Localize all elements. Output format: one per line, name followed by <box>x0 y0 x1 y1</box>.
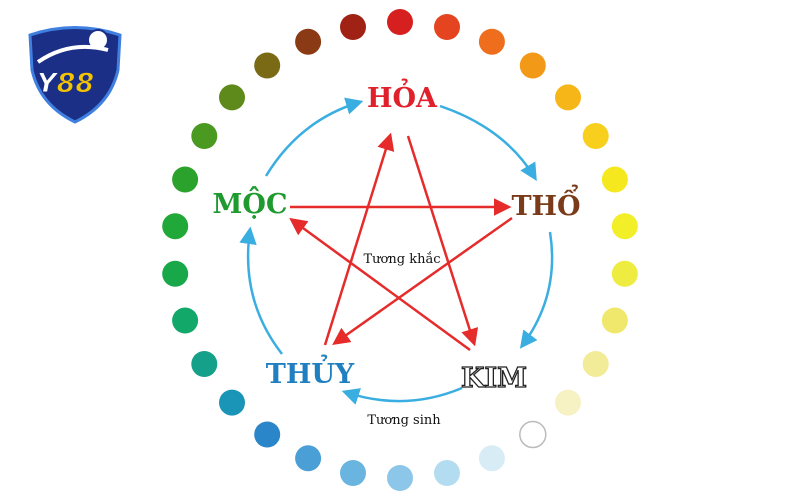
color-dot <box>387 9 413 35</box>
color-dot <box>611 213 638 240</box>
color-dot <box>191 123 218 149</box>
color-dot <box>295 28 322 55</box>
arrow-kim-to-thuy <box>341 386 463 405</box>
color-dot <box>219 389 245 416</box>
swoosh-icon <box>36 44 109 64</box>
color-dot <box>582 351 609 377</box>
color-dot <box>582 123 609 149</box>
arrow-tho-to-thuy <box>332 216 513 346</box>
color-dot <box>611 260 638 287</box>
arrow-kim-to-moc <box>289 217 471 352</box>
element-hoa-label: HỎA <box>367 77 438 114</box>
arrow-tho-to-kim <box>519 231 554 349</box>
overcoming-caption: Tương khắc <box>364 251 441 267</box>
element-moc-label: MỘC <box>213 185 288 220</box>
element-thuy-label: THỦY <box>266 353 355 390</box>
color-dot <box>340 460 366 486</box>
color-dot <box>387 465 413 491</box>
color-dot <box>555 84 581 111</box>
color-dot <box>478 28 505 55</box>
generating-caption: Tương sinh <box>367 413 441 428</box>
color-dot <box>519 420 547 449</box>
color-dot <box>172 166 199 193</box>
element-tho-label: THỔ <box>511 183 580 222</box>
logo-shield-icon <box>28 26 122 124</box>
arrow-moc-to-hoa <box>264 97 364 177</box>
color-dot <box>340 14 366 40</box>
color-dot <box>295 445 322 472</box>
color-dot <box>601 166 628 193</box>
color-dot <box>555 389 581 416</box>
element-kim-label: KIM <box>461 363 527 394</box>
color-dot <box>434 460 460 486</box>
color-dot <box>434 14 460 40</box>
color-dot <box>601 307 628 334</box>
generating-cycle <box>239 97 554 405</box>
color-dot <box>191 351 218 377</box>
logo: Y88 <box>28 26 122 124</box>
logo-text: Y88 <box>37 68 94 99</box>
color-dot <box>172 307 199 334</box>
arrow-thuy-to-moc <box>239 226 283 355</box>
color-dot <box>254 52 281 79</box>
arrow-hoa-to-tho <box>439 104 537 182</box>
color-dot <box>162 260 189 287</box>
color-dot <box>519 52 546 79</box>
arrow-thuy-to-hoa <box>323 132 395 346</box>
arrow-hoa-to-kim <box>406 135 479 347</box>
color-dot <box>478 445 505 472</box>
color-dot <box>219 84 245 111</box>
color-wheel <box>162 9 638 491</box>
color-dot <box>254 421 281 448</box>
soccer-ball-icon <box>87 29 109 51</box>
color-dot <box>162 213 189 240</box>
overcoming-star <box>289 132 513 352</box>
